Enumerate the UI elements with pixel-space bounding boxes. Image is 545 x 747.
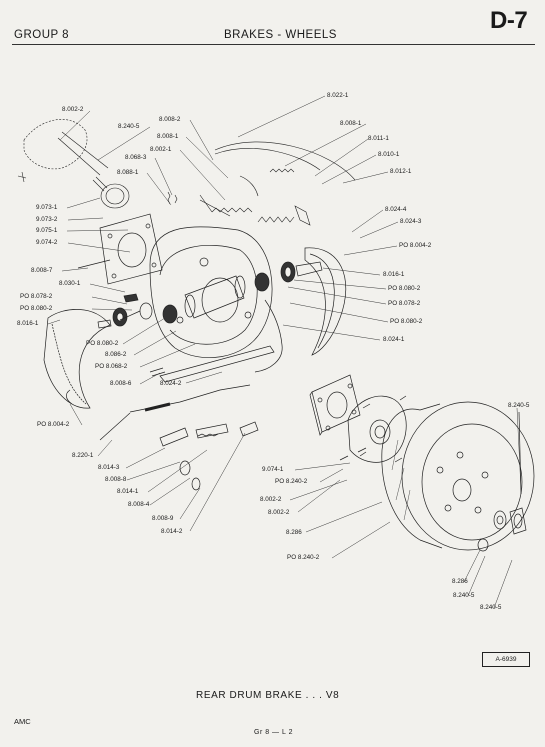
part-label: 8.240-5	[508, 402, 530, 409]
part-label: 8.068-3	[125, 154, 147, 161]
part-label: 8.008-9	[152, 515, 174, 522]
part-label: 9.075-1	[36, 227, 58, 234]
part-label: 8.008-7	[31, 267, 53, 274]
part-label: 8.220-1	[72, 452, 94, 459]
part-label: 9.073-2	[36, 216, 58, 223]
part-label: 8.002-1	[150, 146, 172, 153]
part-label: 8.012-1	[390, 168, 412, 175]
part-label: 9.074-1	[262, 466, 284, 473]
part-label: PO 8.078-2	[20, 293, 53, 300]
part-label: PO 8.080-2	[20, 305, 53, 312]
footer-page-ref: Gr 8 — L 2	[254, 729, 293, 736]
part-label: 8.240-5	[453, 592, 475, 599]
hub-assembly	[309, 374, 407, 463]
footer-publisher: AMC	[14, 717, 31, 726]
part-label: 8.024-2	[160, 380, 182, 387]
part-label: PO 8.078-2	[388, 300, 421, 307]
return-springs	[167, 141, 356, 226]
brake-shoes	[43, 247, 347, 409]
part-label: 8.002-2	[268, 509, 290, 516]
part-label: 8.240-5	[118, 123, 140, 130]
part-label: 8.016-1	[17, 320, 39, 327]
part-label: 8.024-3	[400, 218, 422, 225]
part-label: 9.074-2	[36, 239, 58, 246]
part-label: 8.014-2	[161, 528, 183, 535]
part-label: 8.024-1	[383, 336, 405, 343]
backing-plate	[99, 213, 273, 359]
part-label: 8.088-1	[117, 169, 139, 176]
part-label: PO 8.240-2	[275, 478, 308, 485]
part-label: 8.002-2	[62, 106, 84, 113]
part-label: 8.010-1	[378, 151, 400, 158]
part-label: PO 8.080-2	[86, 340, 119, 347]
part-label: 8.014-1	[117, 488, 139, 495]
brake-drum	[381, 401, 535, 551]
part-label: PO 8.004-2	[399, 242, 432, 249]
adjuster-and-cable	[66, 299, 283, 441]
part-label: 8.022-1	[327, 92, 349, 99]
figure-id-box: A-6939	[482, 652, 530, 667]
axle-nut-washer	[477, 411, 527, 552]
part-label: PO 8.004-2	[37, 421, 70, 428]
part-label: 8.086-2	[105, 351, 127, 358]
part-label: 9.073-1	[36, 204, 58, 211]
hold-down-hardware	[77, 259, 259, 491]
part-label: PO 8.080-2	[388, 285, 421, 292]
leader-lines	[47, 95, 522, 609]
part-label: 8.008-1	[340, 120, 362, 127]
part-label: PO 8.080-2	[390, 318, 423, 325]
part-label: 8.008-4	[128, 501, 150, 508]
part-label: 8.008-6	[110, 380, 132, 387]
part-label: 8.286	[286, 529, 302, 536]
part-label: 8.011-1	[368, 135, 389, 142]
axle-shaft	[17, 119, 130, 209]
part-label: 8.008-1	[157, 133, 179, 140]
part-label: 8.024-4	[385, 206, 407, 213]
part-label: 8.002-2	[260, 496, 282, 503]
part-label: PO 8.240-2	[287, 554, 320, 561]
part-label: 8.016-1	[383, 271, 405, 278]
part-label: 8.008-8	[105, 476, 127, 483]
group-heading: GROUP 8	[14, 29, 70, 41]
wheel-cylinder	[112, 261, 323, 327]
part-label: 8.030-1	[59, 280, 81, 287]
header-rule	[12, 44, 535, 45]
page-code: D-7	[490, 7, 528, 34]
part-label: 8.286	[452, 578, 468, 585]
part-label: PO 8.068-2	[95, 363, 128, 370]
exploded-view-diagram	[17, 95, 535, 609]
section-title: BRAKES - WHEELS	[224, 29, 337, 41]
part-label: 8.008-2	[159, 116, 181, 123]
figure-caption: REAR DRUM BRAKE . . . V8	[196, 690, 340, 701]
part-label: 8.240-5	[480, 604, 502, 611]
part-label: 8.014-3	[98, 464, 120, 471]
